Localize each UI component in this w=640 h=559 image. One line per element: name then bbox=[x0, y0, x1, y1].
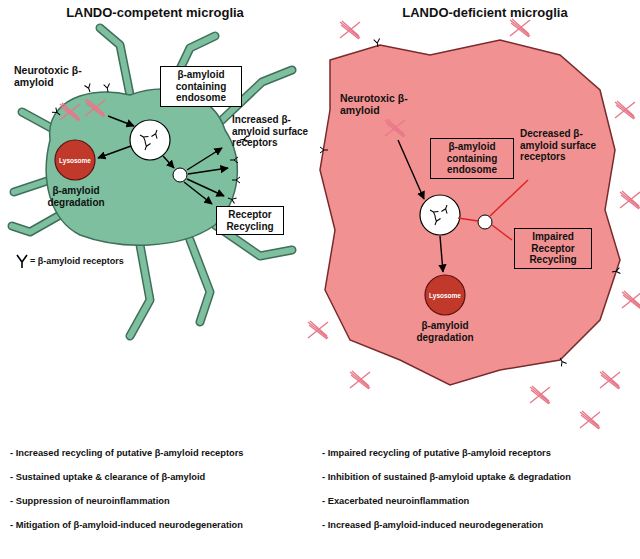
label-box: Receptor Recycling bbox=[216, 206, 284, 235]
label-box: Impaired Receptor Recycling bbox=[514, 228, 592, 269]
vesicle bbox=[478, 215, 492, 229]
bullet-point: - Increased β-amyloid-induced neurodegen… bbox=[322, 520, 637, 531]
receptor bbox=[52, 39, 620, 367]
node-text: β-amyloid containing endosome bbox=[164, 69, 238, 104]
legend-text: = β-amyloid receptors bbox=[30, 256, 124, 266]
bullet-point: - Impaired recycling of putative β-amylo… bbox=[322, 448, 637, 459]
endosome bbox=[420, 195, 460, 235]
node-text: Lysosome bbox=[429, 292, 461, 299]
pink-microglia bbox=[320, 40, 620, 385]
green-microglia bbox=[46, 89, 237, 245]
label-box: β-amyloid containing endosome bbox=[160, 66, 242, 107]
annotation: Increased β-amyloid surface receptors bbox=[232, 114, 318, 149]
vesicle bbox=[173, 168, 187, 182]
bullet-point: - Increased recycling of putative β-amyl… bbox=[10, 448, 315, 459]
lysosome-circle bbox=[425, 275, 465, 315]
annotation: β-amyloid degradation bbox=[38, 185, 114, 208]
node-text: Receptor Recycling bbox=[220, 209, 280, 232]
receptor-symbol bbox=[17, 255, 27, 268]
microglia-process bbox=[12, 28, 292, 336]
beta-amyloid-fibril bbox=[60, 19, 640, 429]
cell-title: LANDO-competent microglia bbox=[40, 6, 270, 21]
bullet-point: - Exacerbated neuroinflammation bbox=[322, 496, 637, 507]
annotation: β-amyloid degradation bbox=[405, 320, 485, 343]
endosome bbox=[130, 120, 170, 160]
bullet-point: - Inhibition of sustained β-amyloid upta… bbox=[322, 472, 637, 483]
annotation: Decreased β-amyloid surface receptors bbox=[520, 128, 620, 163]
cell-title: LANDO-deficient microglia bbox=[370, 6, 600, 21]
annotation: Neurotoxic β-amyloid bbox=[340, 92, 416, 116]
annotation: Neurotoxic β-amyloid bbox=[14, 64, 88, 88]
bullet-point: - Mitigation of β-amyloid-induced neurod… bbox=[10, 520, 315, 531]
node-text: β-amyloid containing endosome bbox=[434, 141, 510, 176]
lysosome: Lysosome bbox=[55, 140, 95, 180]
bullet-point: - Suppression of neuroinflammation bbox=[10, 496, 315, 507]
label-box: β-amyloid containing endosome bbox=[430, 138, 514, 179]
lysosome: Lysosome bbox=[425, 275, 465, 315]
bullet-point: - Sustained uptake & clearance of β-amyl… bbox=[10, 472, 315, 483]
node-text: Lysosome bbox=[59, 157, 91, 164]
lysosome-circle bbox=[55, 140, 95, 180]
node-text: Impaired Receptor Recycling bbox=[518, 231, 588, 266]
